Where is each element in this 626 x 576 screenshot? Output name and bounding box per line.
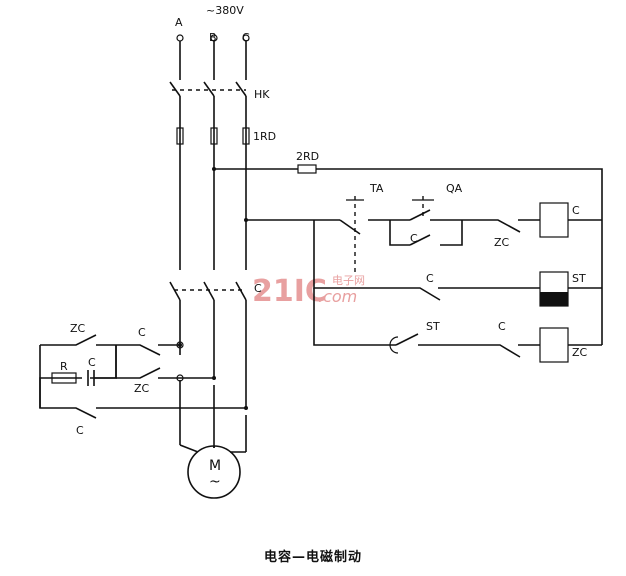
watermark-cn: 电子网: [332, 274, 365, 287]
rung2-contact-label: C: [426, 272, 434, 285]
knife-switch-hk: [169, 81, 247, 97]
control-rung-time-relay: [313, 220, 602, 307]
brake-coil-label: ZC: [572, 346, 588, 359]
control-rung-main: [244, 196, 602, 272]
control-fuse-2rd: [297, 164, 317, 174]
terminal-a: [176, 34, 184, 42]
brake-circuit: [39, 334, 248, 419]
control-supply: [212, 164, 603, 345]
main-contacts-c: [169, 281, 247, 301]
watermark-logo: 21IC: [252, 274, 327, 309]
diagram-caption: 电容—电磁制动: [263, 550, 362, 565]
phase-label-b: B: [209, 31, 217, 44]
interlock-contact-label: ZC: [494, 236, 510, 249]
control-fuse-label: 2RD: [296, 150, 319, 163]
brake-c-contact-label: C: [138, 326, 146, 339]
motor-label: M: [209, 458, 221, 474]
main-coil-label: C: [572, 204, 580, 217]
brake-zc-contact-label: ZC: [70, 322, 86, 335]
main-fuses-1rd: [176, 127, 250, 145]
start-button-label: QA: [446, 182, 463, 195]
phase-label-a: A: [175, 16, 183, 29]
phase-lines: [179, 41, 247, 452]
resistor-r: [51, 372, 77, 384]
main-contacts-label: C: [254, 282, 262, 295]
brake-zc-label: ZC: [134, 382, 150, 395]
resistor-label: R: [60, 360, 68, 373]
start-button-qa: [409, 209, 455, 221]
motor-m: M ~: [179, 444, 246, 499]
rung3-contact-label: C: [498, 320, 506, 333]
motor-ac-symbol: ~: [209, 474, 221, 490]
phase-label-c: C: [242, 31, 250, 44]
brake-bottom-c-label: C: [76, 424, 84, 437]
main-fuse-label: 1RD: [253, 130, 276, 143]
knife-switch-label: HK: [254, 88, 270, 101]
timed-contact-label: ST: [426, 320, 440, 333]
main-contactor-coil: [539, 202, 569, 238]
supply-voltage-label: ~380V: [206, 4, 244, 17]
stop-button-ta: [339, 219, 361, 235]
holding-contact-label: C: [410, 232, 418, 245]
watermark: 21IC 电子网 .com: [252, 274, 365, 309]
stop-button-label: TA: [369, 182, 384, 195]
watermark-com: .com: [318, 287, 357, 306]
control-rung-brake: [313, 288, 602, 363]
brake-contactor-coil: [539, 327, 569, 363]
time-relay-label: ST: [572, 272, 586, 285]
capacitor-label: C: [88, 356, 96, 369]
